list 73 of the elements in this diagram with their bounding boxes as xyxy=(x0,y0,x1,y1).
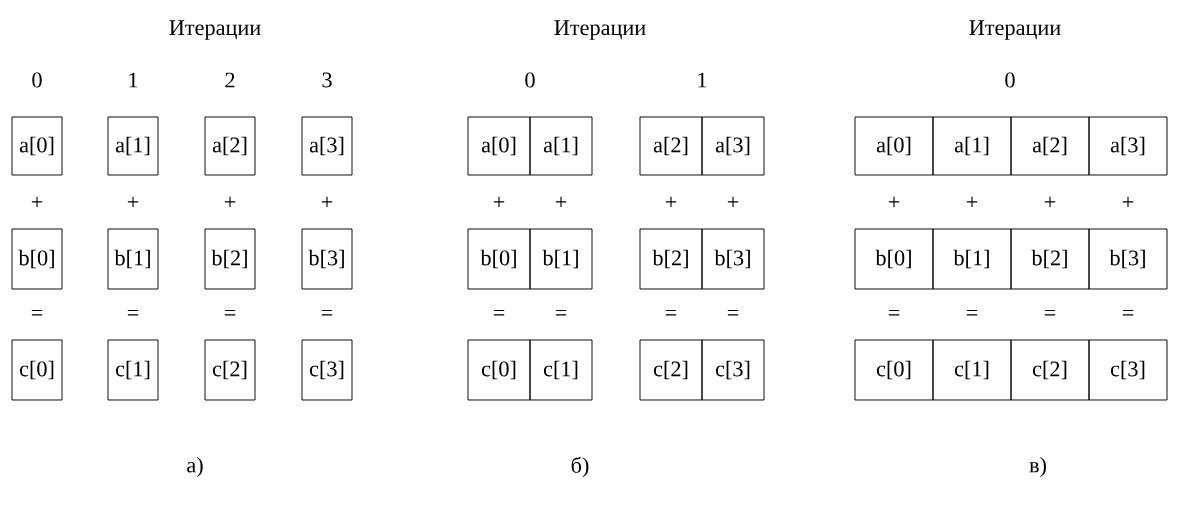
array-cell: c[3] xyxy=(301,339,353,401)
operator-sign: + xyxy=(966,196,978,208)
array-cell: a[2] xyxy=(639,116,703,176)
array-cell: b[0] xyxy=(467,228,531,290)
iteration-number: 2 xyxy=(225,72,235,88)
array-cell: a[0] xyxy=(854,116,934,176)
operator-sign: = xyxy=(31,309,43,316)
array-cell: c[3] xyxy=(1088,339,1168,401)
iteration-number: 0 xyxy=(1005,72,1015,88)
array-cell: a[0] xyxy=(11,116,63,176)
operator-sign: + xyxy=(1122,196,1134,208)
array-cell: c[0] xyxy=(854,339,934,401)
iteration-number: 0 xyxy=(525,72,535,88)
array-cell: c[3] xyxy=(701,339,765,401)
array-cell: b[1] xyxy=(107,228,159,290)
iteration-number: 0 xyxy=(32,72,42,88)
array-cell: b[2] xyxy=(639,228,703,290)
array-cell: b[3] xyxy=(1088,228,1168,290)
array-cell: b[2] xyxy=(204,228,256,290)
operator-sign: + xyxy=(321,196,333,208)
array-cell: b[2] xyxy=(1010,228,1090,290)
array-cell: c[2] xyxy=(204,339,256,401)
title: Итерации xyxy=(969,20,1061,40)
array-cell: a[3] xyxy=(1088,116,1168,176)
title: Итерации xyxy=(554,20,646,40)
operator-sign: = xyxy=(1044,309,1056,316)
array-cell: a[2] xyxy=(1010,116,1090,176)
panel-caption: б) xyxy=(571,456,589,478)
operator-sign: + xyxy=(493,196,505,208)
array-cell: c[1] xyxy=(107,339,159,401)
array-cell: b[1] xyxy=(932,228,1012,290)
array-cell: b[0] xyxy=(854,228,934,290)
operator-sign: = xyxy=(966,309,978,316)
iteration-number: 3 xyxy=(322,72,332,88)
iteration-number: 1 xyxy=(698,72,707,88)
iteration-number: 1 xyxy=(129,72,138,88)
operator-sign: = xyxy=(321,309,333,316)
operator-sign: = xyxy=(493,309,505,316)
array-cell: a[1] xyxy=(529,116,593,176)
panel-caption: в) xyxy=(1029,456,1046,478)
array-cell: a[3] xyxy=(301,116,353,176)
title: Итерации xyxy=(169,20,261,40)
array-cell: a[0] xyxy=(467,116,531,176)
array-cell: c[1] xyxy=(529,339,593,401)
operator-sign: + xyxy=(224,196,236,208)
operator-sign: + xyxy=(555,196,567,208)
operator-sign: + xyxy=(1044,196,1056,208)
operator-sign: = xyxy=(224,309,236,316)
array-cell: c[0] xyxy=(11,339,63,401)
array-cell: c[2] xyxy=(1010,339,1090,401)
operator-sign: = xyxy=(665,309,677,316)
operator-sign: + xyxy=(665,196,677,208)
array-cell: b[3] xyxy=(301,228,353,290)
operator-sign: = xyxy=(888,309,900,316)
array-cell: a[2] xyxy=(204,116,256,176)
panel-caption: а) xyxy=(187,456,203,478)
array-cell: c[2] xyxy=(639,339,703,401)
array-cell: b[1] xyxy=(529,228,593,290)
array-cell: c[1] xyxy=(932,339,1012,401)
operator-sign: + xyxy=(31,196,43,208)
array-cell: b[0] xyxy=(11,228,63,290)
operator-sign: = xyxy=(127,309,139,316)
operator-sign: = xyxy=(1122,309,1134,316)
operator-sign: = xyxy=(555,309,567,316)
array-cell: a[1] xyxy=(932,116,1012,176)
operator-sign: = xyxy=(727,309,739,316)
operator-sign: + xyxy=(727,196,739,208)
array-cell: a[3] xyxy=(701,116,765,176)
array-cell: a[1] xyxy=(107,116,159,176)
array-cell: b[3] xyxy=(701,228,765,290)
operator-sign: + xyxy=(127,196,139,208)
operator-sign: + xyxy=(888,196,900,208)
array-cell: c[0] xyxy=(467,339,531,401)
